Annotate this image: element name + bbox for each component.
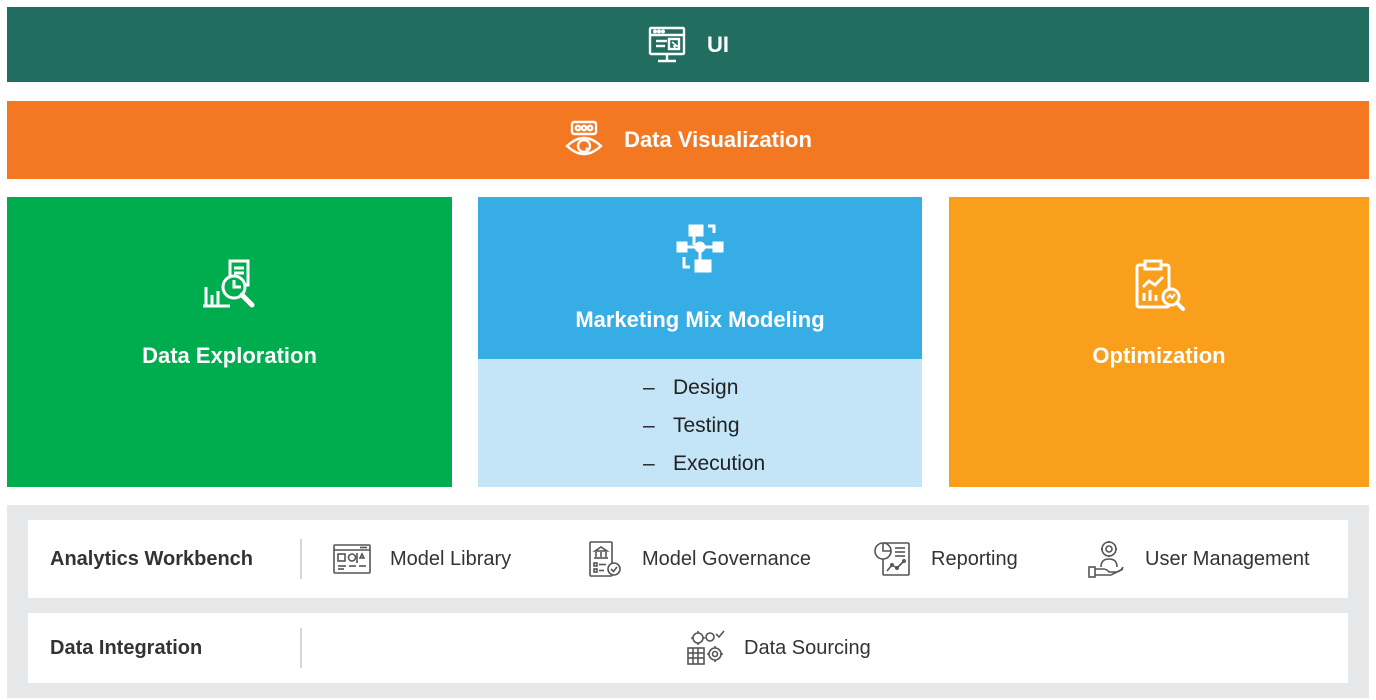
clipboard-chart-icon [1129,257,1189,317]
mmm-steps-list: – Design – Testing – Execution [478,359,922,487]
model-library-label: Model Library [390,547,512,570]
reporting-item: Reporting [873,539,1018,579]
chart-magnifier-icon [200,257,260,317]
data-visualization-label: Data Visualization [624,127,812,152]
marketing-mix-modeling-tile: Marketing Mix Modeling – Design – Testin… [478,197,922,487]
data-sourcing-label: Data Sourcing [744,636,871,659]
optimization-label: Optimization [1092,343,1226,368]
reporting-icon [873,539,913,579]
user-management-label: User Management [1145,547,1310,570]
eye-dashboard-icon [564,120,604,160]
ui-layer: UI [7,7,1369,82]
mmm-step: – Design [478,369,922,407]
optimization-tile: Optimization [949,197,1369,487]
data-sourcing-icon [686,628,726,668]
platform-panel: Analytics Workbench [7,505,1369,698]
data-integration-label: Data Integration [50,636,203,659]
dash-bullet: – [643,376,655,399]
model-governance-item: Model Governance [584,539,811,579]
mmm-step: – Execution [478,445,922,483]
model-governance-icon [584,539,624,579]
analytics-workbench-label: Analytics Workbench [50,547,254,570]
dash-bullet: – [643,452,655,475]
mmm-step-label: Testing [673,414,740,437]
model-library-item: Model Library [332,539,511,579]
user-management-item: User Management [1087,539,1310,579]
data-sourcing-item: Data Sourcing [686,628,871,668]
data-exploration-tile: Data Exploration [7,197,452,487]
mmm-step-label: Design [673,376,739,399]
flowchart-icon [674,223,726,275]
model-governance-label: Model Governance [642,547,811,570]
mmm-step: – Testing [478,407,922,445]
model-library-icon [332,539,372,579]
data-integration-items: Data Sourcing [302,613,1348,683]
data-integration-row: Data Integration [28,613,1348,683]
data-visualization-layer: Data Visualization [7,101,1369,179]
mmm-step-label: Execution [673,452,766,475]
row-divider [300,628,302,668]
monitor-window-icon [647,25,687,65]
user-management-icon [1087,539,1127,579]
row-divider [300,539,302,579]
dash-bullet: – [643,414,655,437]
marketing-mix-modeling-label: Marketing Mix Modeling [575,307,825,332]
ui-label: UI [707,31,729,57]
analytics-workbench-row: Analytics Workbench [28,520,1348,598]
reporting-label: Reporting [931,547,1018,570]
analytics-workbench-items: Model Library Model Governance [302,520,1348,598]
data-exploration-label: Data Exploration [142,343,317,368]
